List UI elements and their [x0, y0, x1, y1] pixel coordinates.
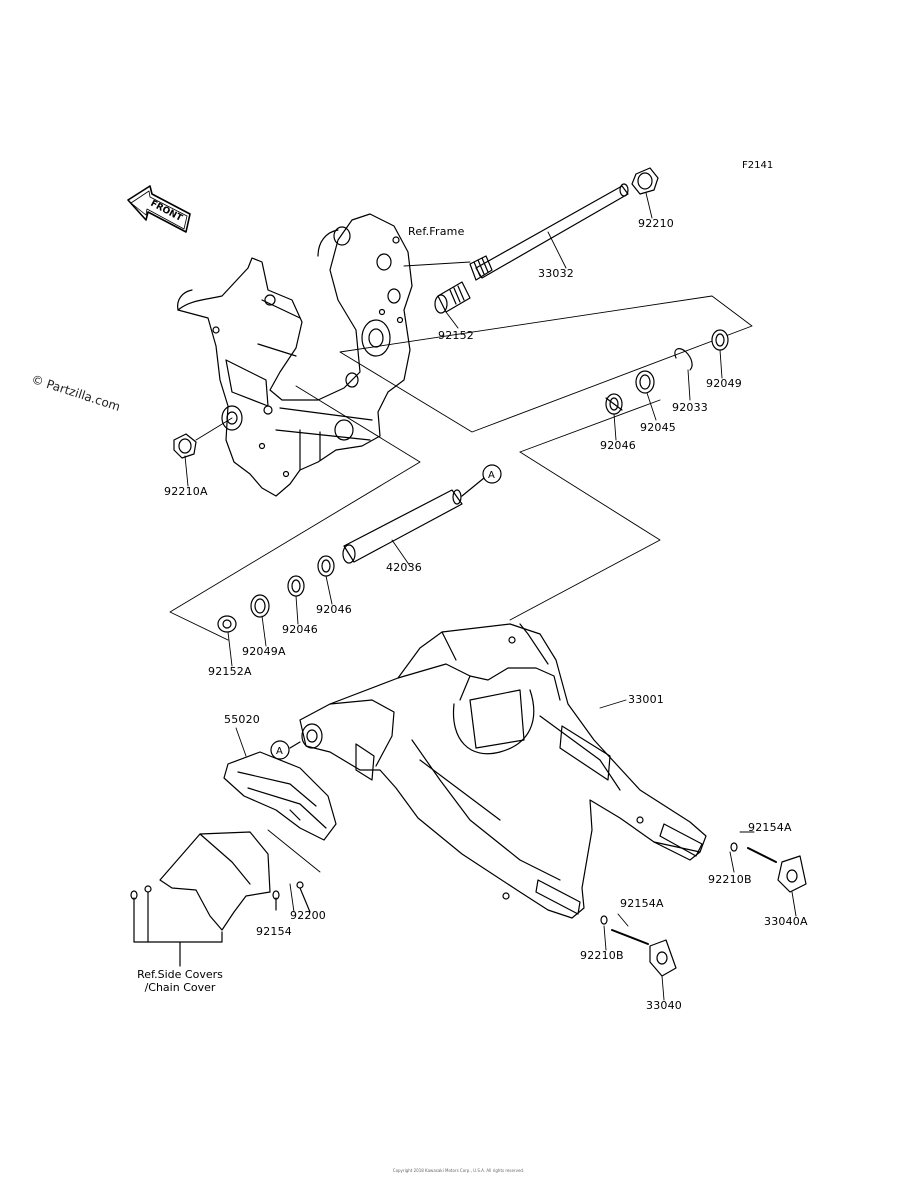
- leader-lines: [184, 192, 797, 1001]
- front-arrow-icon: FRONT: [127, 185, 191, 233]
- bolts-lower-left-part: [130, 881, 311, 967]
- copyright-text: Copyright 2018 Kawasaki Motors Corp., U.…: [392, 1168, 525, 1173]
- group-outline-upper: [339, 295, 753, 433]
- label-92152: 92152: [438, 329, 474, 342]
- label-33032: 33032: [538, 267, 574, 280]
- needle-bearing-92046-lower-part: [287, 555, 335, 597]
- label-92049: 92049: [706, 377, 742, 390]
- nut-92210-part: [631, 167, 659, 195]
- label-92210: 92210: [638, 217, 674, 230]
- label-ref-side-covers-line1: Ref.Side Covers: [137, 968, 223, 981]
- label-ref-side-covers: Ref.Side Covers /Chain Cover: [110, 968, 250, 994]
- swingarm-33001-part: [299, 623, 707, 919]
- seal-92049A-part: [250, 594, 270, 618]
- collar-92152-part: [434, 281, 471, 314]
- label-92152A: 92152A: [208, 665, 252, 678]
- label-92154: 92154: [256, 925, 292, 938]
- sleeve-42036-part: [342, 477, 485, 564]
- collar-92152A-part: [217, 615, 237, 633]
- ref-circle-a-bottom-label: A: [276, 746, 283, 757]
- label-92154A-bottom: 92154A: [620, 897, 664, 910]
- label-92210B-right: 92210B: [708, 873, 752, 886]
- frame-illustration: [177, 213, 413, 497]
- label-33040: 33040: [646, 999, 682, 1012]
- label-92045: 92045: [640, 421, 676, 434]
- label-55020: 55020: [224, 713, 260, 726]
- adjuster-33040-part: [600, 915, 677, 977]
- label-ref-frame: Ref.Frame: [408, 225, 465, 238]
- chain-guard-55020-part: [223, 751, 337, 841]
- ref-circle-a-bottom: A: [270, 740, 301, 760]
- bearing-92045-part: [635, 370, 655, 394]
- ref-circle-a-top-label: A: [488, 470, 495, 481]
- pivot-shaft-part: [469, 183, 629, 281]
- label-92033: 92033: [672, 401, 708, 414]
- circlip-92033-part: [674, 348, 693, 371]
- label-92210A: 92210A: [164, 485, 208, 498]
- label-33001: 33001: [628, 693, 664, 706]
- label-42036: 42036: [386, 561, 422, 574]
- label-92049A: 92049A: [242, 645, 286, 658]
- label-92154A-right: 92154A: [748, 821, 792, 834]
- label-92210B-bottom: 92210B: [580, 949, 624, 962]
- adjuster-33040A-part: [730, 842, 807, 893]
- label-92046-b: 92046: [282, 623, 318, 636]
- label-ref-side-covers-line2: /Chain Cover: [144, 981, 216, 994]
- label-92200: 92200: [290, 909, 326, 922]
- seal-92049-part: [711, 329, 729, 351]
- label-92046-a: 92046: [316, 603, 352, 616]
- label-92046-upper: 92046: [600, 439, 636, 452]
- nut-92210A-part: [173, 433, 197, 459]
- ref-circle-a-top: A: [482, 464, 502, 484]
- needle-bearing-92046-upper-part: [605, 393, 623, 415]
- label-33040A: 33040A: [764, 915, 808, 928]
- side-cover-part: [159, 829, 321, 931]
- diagram-code: F2141: [742, 160, 774, 171]
